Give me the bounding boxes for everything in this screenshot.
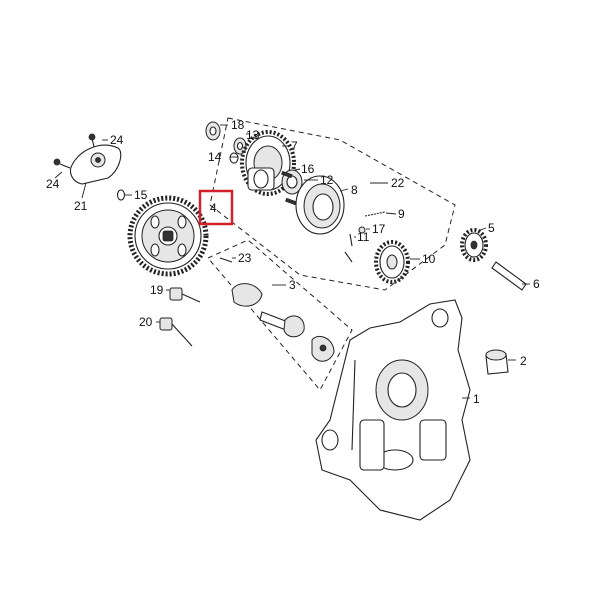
callout-24-left: 24: [46, 177, 60, 191]
callout-23: 23: [238, 251, 252, 265]
part-14-ring: [229, 152, 239, 164]
part-7-gear: [240, 130, 296, 196]
part-5-gear: [460, 228, 488, 262]
part-24-screw-top: [88, 133, 96, 148]
callout-20: 20: [139, 315, 153, 329]
callout-11: 11: [357, 230, 370, 244]
callout-14: 14: [208, 150, 222, 164]
part-17-cap: [358, 226, 366, 234]
part-3-pump-assembly: [207, 239, 353, 391]
part-23-screw: [219, 257, 233, 263]
leader-lines: [54, 124, 530, 399]
part-11-pin: [349, 233, 353, 247]
callout-labels: 1 2 3 4 5 6 7 8 9 10 11 12 13 14 15 16 1…: [46, 118, 540, 406]
part-4-gear: [127, 195, 209, 277]
part-24-screw-left: [53, 158, 71, 169]
callout-22: 22: [391, 176, 405, 190]
callout-7: 7: [291, 139, 298, 153]
callout-12: 12: [320, 173, 334, 187]
callout-17: 17: [372, 222, 386, 236]
part-19-bolt: [169, 287, 201, 303]
callout-13: 13: [246, 128, 260, 142]
part-2-bushing: [485, 349, 509, 375]
callout-10: 10: [422, 252, 436, 266]
callout-15: 15: [134, 188, 148, 202]
part-15-oring: [116, 189, 126, 201]
highlight-box-part-4: [198, 189, 234, 226]
callout-1: 1: [473, 392, 480, 406]
part-10-gear: [374, 240, 410, 284]
callout-2: 2: [520, 354, 527, 368]
callout-6: 6: [533, 277, 540, 291]
callout-16: 16: [301, 162, 315, 176]
part-21-cover: [69, 144, 122, 185]
callout-19: 19: [150, 283, 164, 297]
callout-9: 9: [398, 207, 405, 221]
part-8-clutch: [295, 175, 345, 235]
callout-5: 5: [488, 221, 495, 235]
part-9-spring: [364, 211, 386, 217]
part-1-crankcase: [315, 299, 471, 521]
callout-24-top: 24: [110, 133, 124, 147]
callout-8: 8: [351, 183, 358, 197]
part-6-shaft: [491, 261, 527, 291]
callout-3: 3: [289, 278, 296, 292]
group-boundary-22: [209, 117, 456, 291]
part-20-bolt: [159, 317, 193, 347]
callout-21: 21: [74, 199, 88, 213]
callout-18: 18: [231, 118, 245, 132]
callout-4: 4: [210, 201, 217, 215]
